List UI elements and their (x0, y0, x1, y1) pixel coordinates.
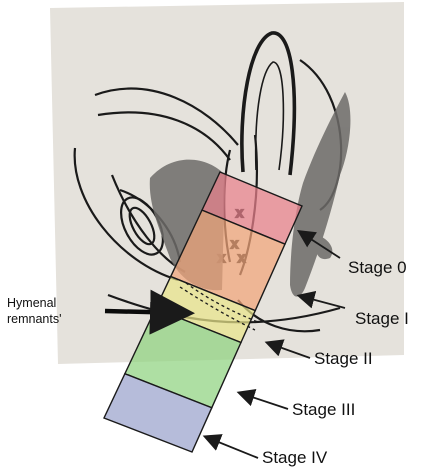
arrow-stage-4 (206, 437, 258, 458)
stage-3-label: Stage III (292, 400, 355, 420)
stage-4-label: Stage IV (262, 448, 327, 468)
arrow-stage-3 (240, 393, 288, 409)
stage-2-label: Stage II (314, 349, 373, 369)
hymenal-arrow (105, 311, 186, 313)
hymenal-remnants-label: Hymenal remnants' (7, 295, 62, 327)
stage-1-label: Stage I (355, 309, 409, 329)
stage-0-label: Stage 0 (348, 258, 407, 278)
